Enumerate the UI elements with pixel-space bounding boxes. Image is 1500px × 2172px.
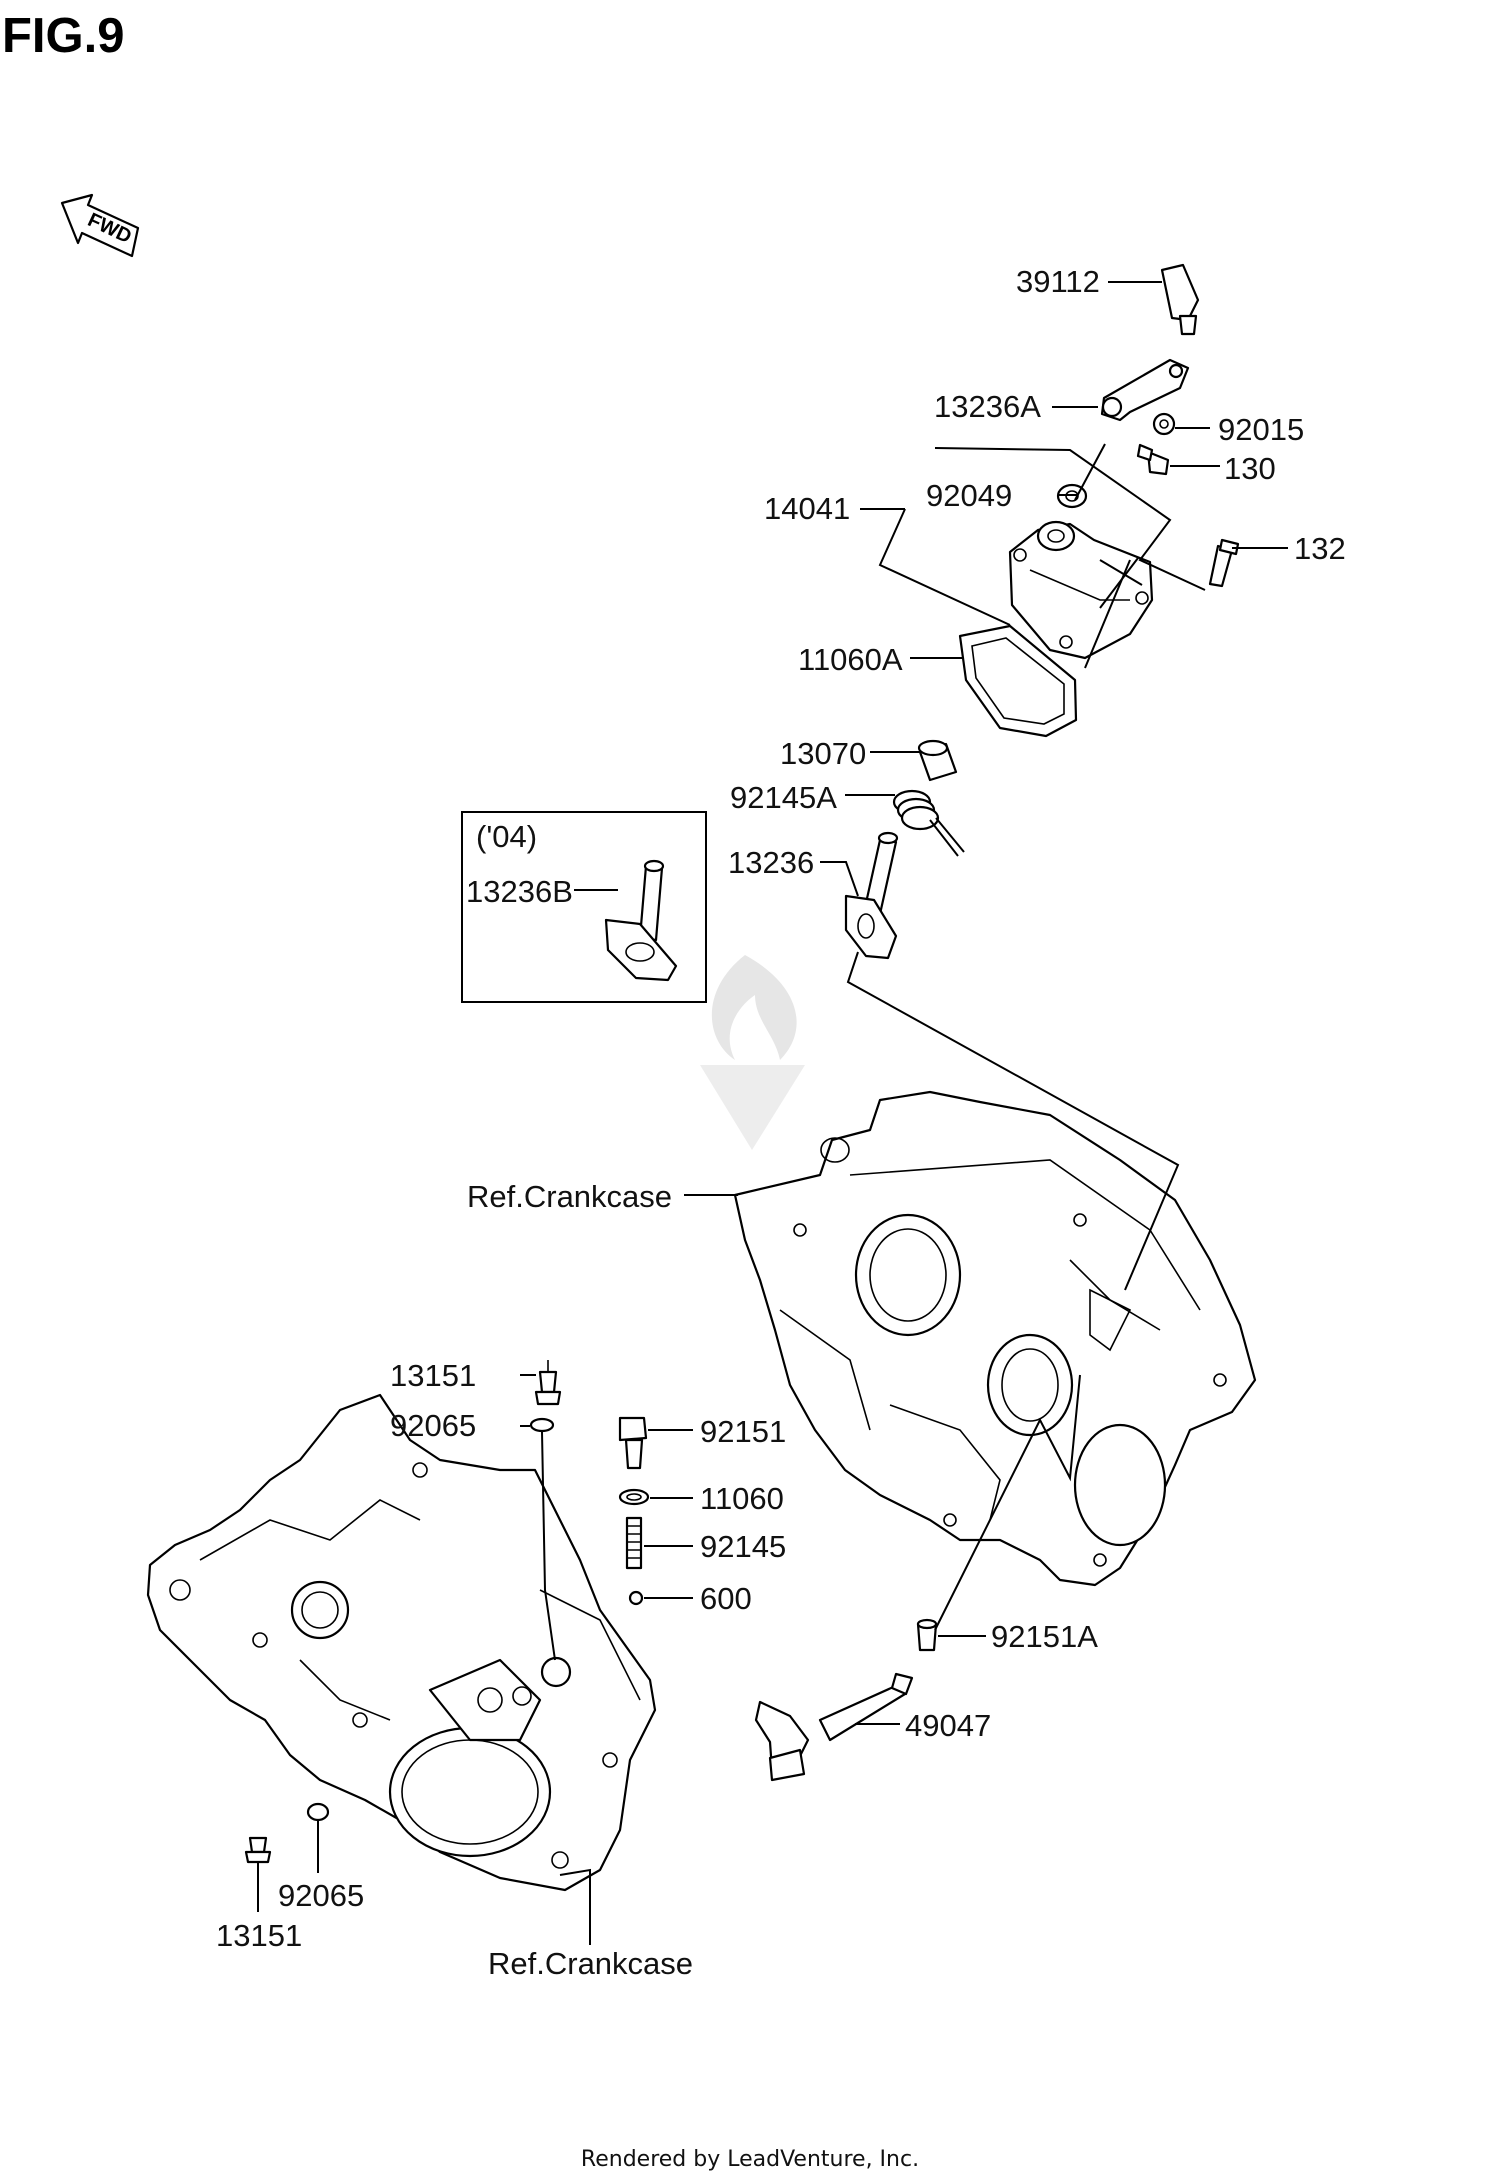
inset-label: ('04) <box>476 819 537 854</box>
shift-lever-13236A <box>1100 358 1190 422</box>
label-39112: 39112 <box>1016 264 1100 299</box>
label-ref-crankcase-top: Ref.Crankcase <box>467 1179 672 1214</box>
inset-box-04 <box>461 811 707 1003</box>
label-92065-lower: 92065 <box>278 1878 364 1913</box>
ball-600 <box>628 1590 644 1606</box>
leader-lines <box>257 281 1288 1945</box>
cover-14041 <box>1008 520 1154 660</box>
label-13151-upper: 13151 <box>390 1358 476 1393</box>
washer-92065-lower <box>306 1802 330 1822</box>
bolt-130 <box>1136 443 1170 476</box>
label-49047: 49047 <box>905 1708 991 1743</box>
plug-92151A <box>916 1618 938 1652</box>
label-ref-crankcase-bottom: Ref.Crankcase <box>488 1946 693 1981</box>
label-132: 132 <box>1294 531 1346 566</box>
gasket-11060 <box>618 1488 650 1506</box>
label-13070: 13070 <box>780 736 866 771</box>
switch-13151-upper <box>534 1360 562 1406</box>
tie-rod-end-39112 <box>1160 263 1200 336</box>
crankcase-lower <box>146 1393 657 1892</box>
label-92151A: 92151A <box>991 1619 1098 1654</box>
label-13236: 13236 <box>728 845 814 880</box>
shift-drum-49047 <box>754 1672 914 1782</box>
footer-credit: Rendered by LeadVenture, Inc. <box>581 2147 919 2172</box>
fwd-arrow-icon: FWD <box>60 193 140 258</box>
label-11060: 11060 <box>700 1481 784 1516</box>
shift-shaft-13236B <box>604 859 678 982</box>
label-600: 600 <box>700 1581 752 1616</box>
spring-92145A <box>892 789 965 857</box>
plug-92151 <box>618 1416 648 1470</box>
collar-13070 <box>917 739 958 782</box>
label-13236A: 13236A <box>934 389 1041 424</box>
label-92145: 92145 <box>700 1529 786 1564</box>
figure-title: FIG.9 <box>2 9 125 63</box>
watermark-logo <box>700 955 805 1150</box>
label-92065-upper: 92065 <box>390 1408 476 1443</box>
label-13151-lower: 13151 <box>216 1918 302 1953</box>
label-130: 130 <box>1224 451 1276 486</box>
label-92049: 92049 <box>926 478 1012 513</box>
nut-92015 <box>1152 412 1176 436</box>
switch-13151-lower <box>244 1836 272 1864</box>
label-13236B: 13236B <box>466 874 573 909</box>
label-11060A: 11060A <box>798 642 903 677</box>
crankcase-upper <box>733 1090 1257 1587</box>
spring-92145 <box>625 1516 643 1570</box>
label-92151: 92151 <box>700 1414 786 1449</box>
shift-shaft-13236 <box>844 831 899 960</box>
label-92015: 92015 <box>1218 412 1304 447</box>
label-92145A: 92145A <box>730 780 837 815</box>
label-14041: 14041 <box>764 491 850 526</box>
gasket-11060A <box>958 624 1078 738</box>
washer-92065-upper <box>529 1417 555 1433</box>
bolt-132 <box>1208 538 1240 588</box>
